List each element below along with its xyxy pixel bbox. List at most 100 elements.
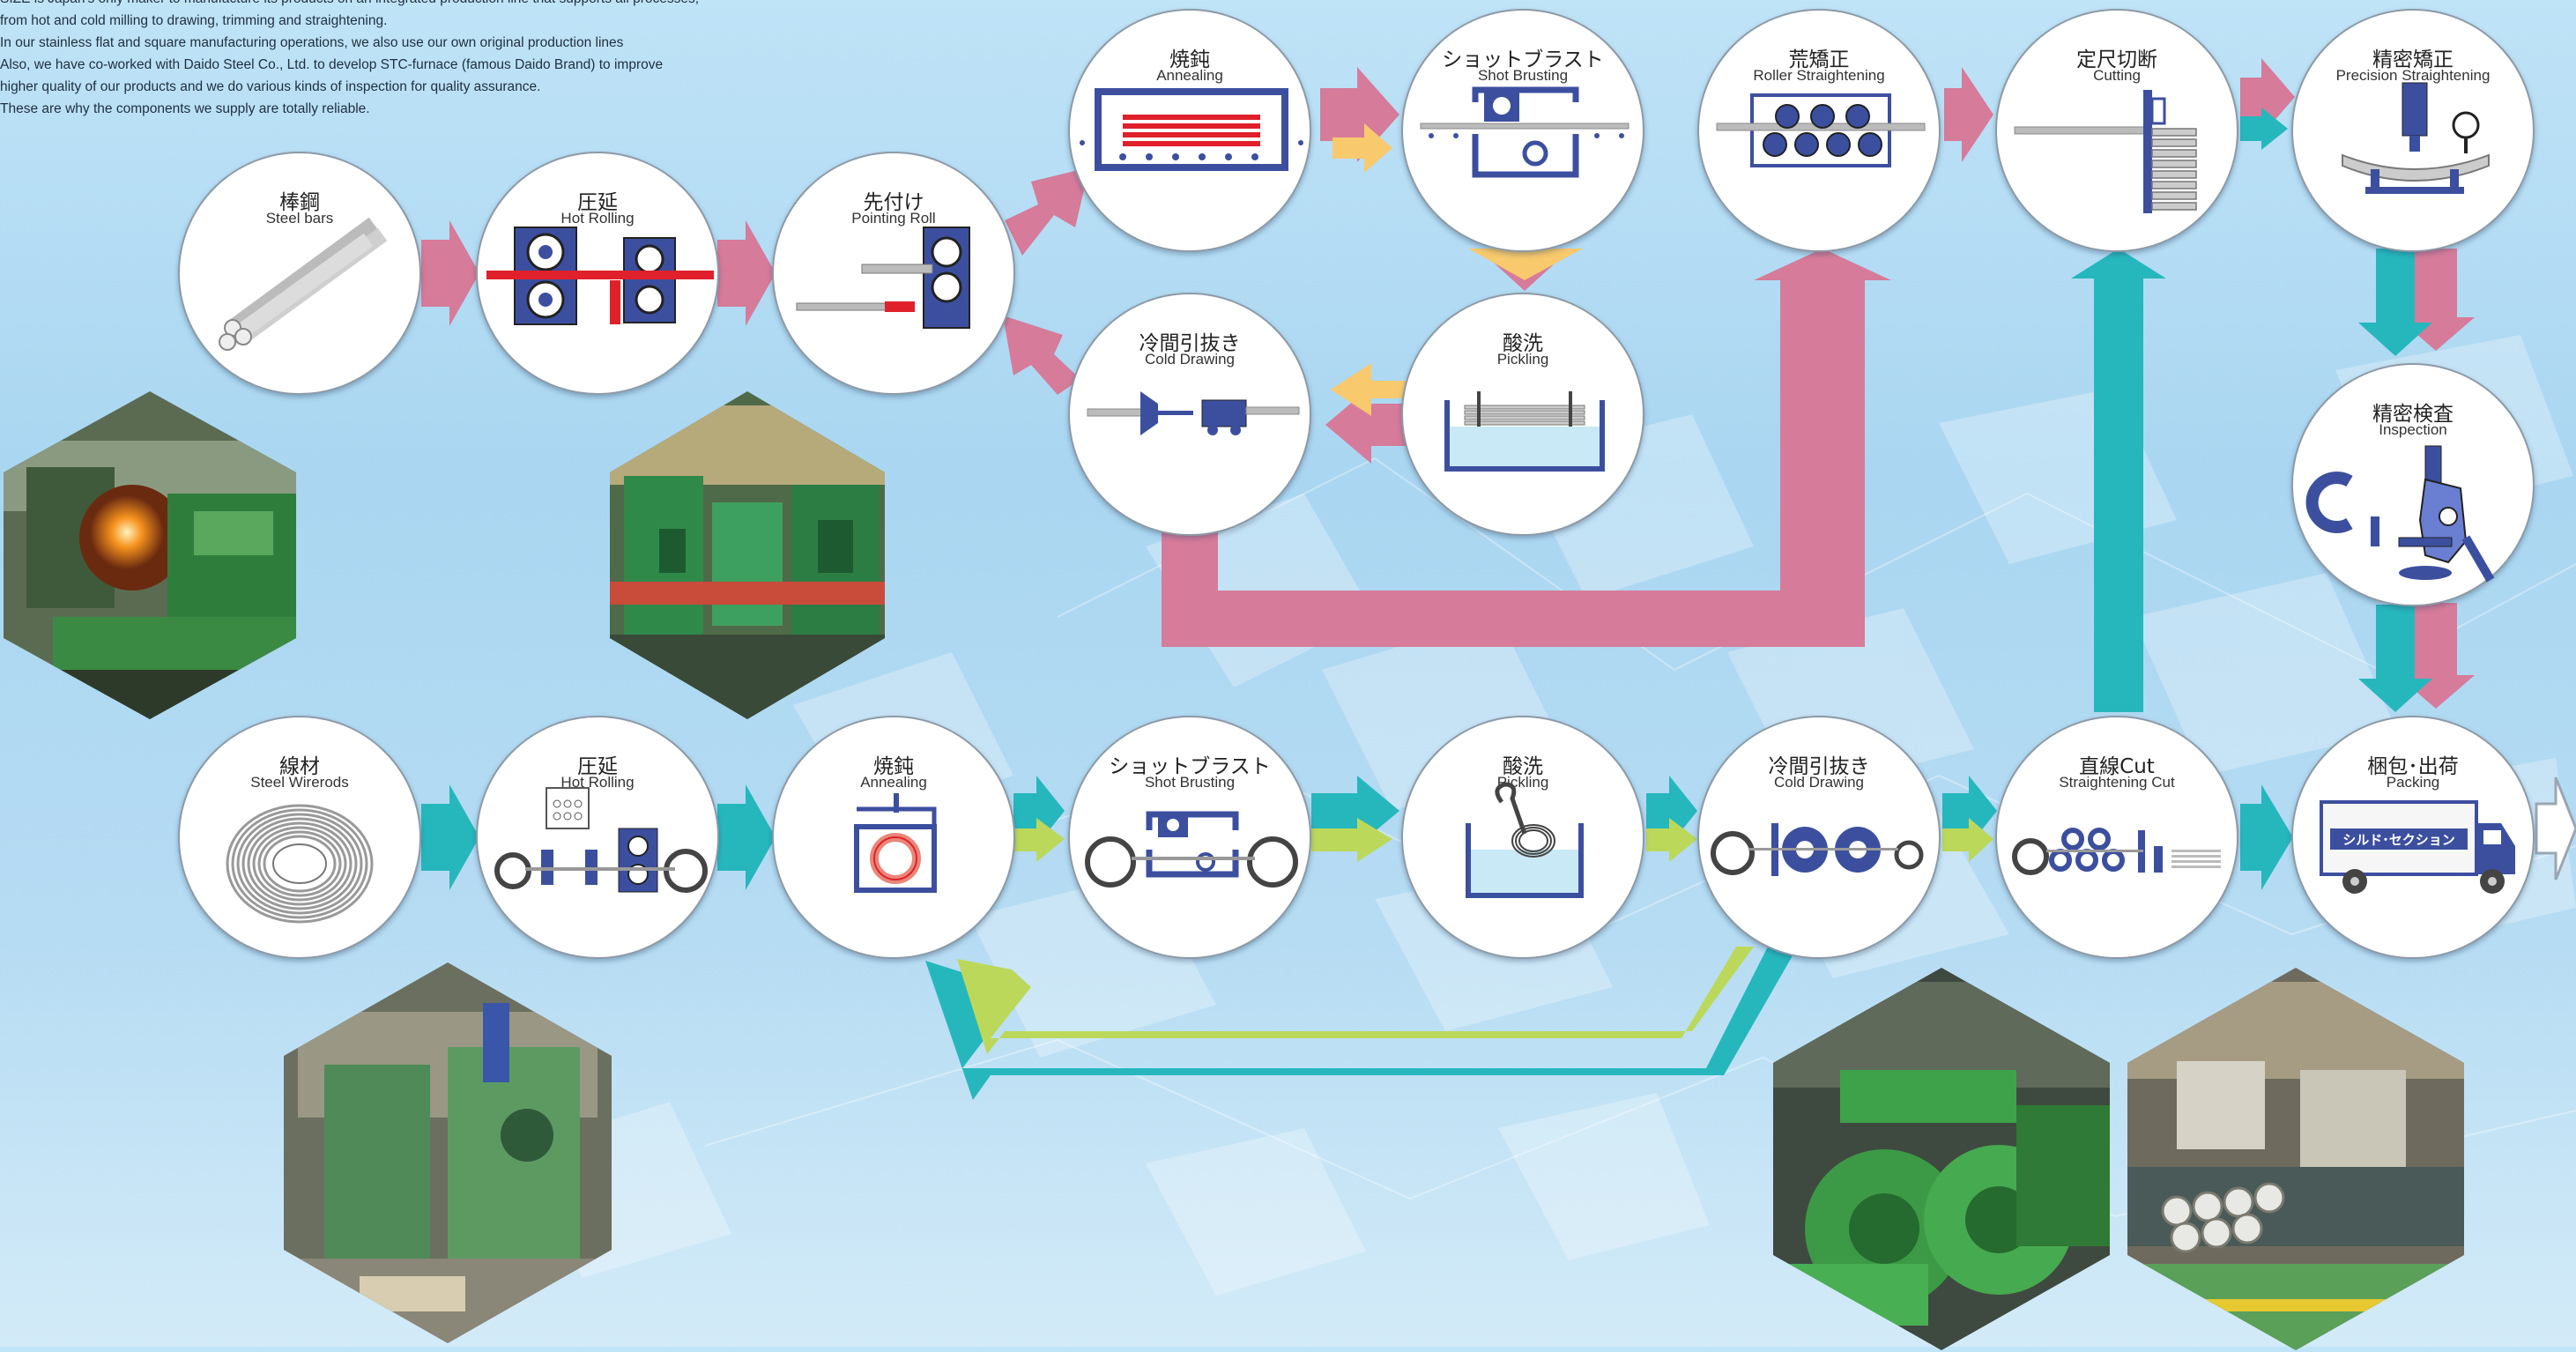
node-bar-shot-brusting[interactable]: ショットブラスト Shot Brusting (1401, 9, 1644, 252)
node-title-en: Shot Brusting (1477, 67, 1569, 84)
node-title-jp: 焼鈍 (873, 755, 914, 778)
coil-line-photo (2127, 968, 2464, 1350)
microscope-icon (2305, 445, 2495, 583)
node-inspection[interactable]: 精密検査 Inspection (2291, 363, 2535, 606)
node-bar-cold-drawing[interactable]: 冷間引抜き Cold Drawing (1068, 293, 1311, 536)
drawing-mill-photo (284, 962, 612, 1343)
node-wire-cold-drawing[interactable]: 冷間引抜き Cold Drawing (1697, 716, 1941, 959)
node-wire-pickling[interactable]: 酸洗 Pickling (1401, 716, 1644, 959)
node-bar-hot-rolling[interactable]: 圧延 Hot Rolling (476, 152, 719, 395)
node-steel-wirerods[interactable]: 線材 Steel Wirerods (178, 716, 421, 959)
node-title-en: Cold Drawing (1144, 351, 1236, 368)
node-wire-hot-rolling[interactable]: 圧延 Hot Rolling (476, 716, 719, 959)
straightening-cut-icon (2012, 828, 2221, 875)
node-precision-straightening[interactable]: 精密矯正 Precision Straightening (2291, 9, 2535, 252)
node-title-jp: 梱包･出荷 (2367, 755, 2459, 778)
node-title-jp: 酸洗 (1503, 332, 1543, 355)
arrow-inspection-to-packing-teal (2358, 605, 2432, 712)
arrow-pointing-to-annealing (1005, 167, 1089, 256)
intro-line: from hot and cold milling to drawing, tr… (0, 13, 388, 28)
node-title-jp: 焼鈍 (1169, 48, 1210, 71)
pointing-roll-icon (796, 227, 970, 329)
hot-rolling-mill-icon (486, 227, 714, 325)
loop-drawing-to-annealing-teal (925, 947, 1798, 1100)
node-title-en: Steel Wirerods (250, 774, 349, 791)
node-title-en: Precision Straightening (2335, 67, 2491, 84)
wire-coil-icon (226, 804, 374, 924)
coil-furnace-icon (854, 793, 937, 893)
arrow-steelbars-to-hotrolling (421, 220, 479, 326)
delivery-truck-icon: シルド･セクション (2320, 800, 2515, 894)
node-title-en: Pointing Roll (851, 210, 936, 227)
teal-upper-arrows (2071, 108, 2432, 712)
arrow-roller-to-cutting (1944, 67, 1993, 162)
node-wire-annealing[interactable]: 焼鈍 Annealing (772, 716, 1015, 959)
node-title-jp: 先付け (863, 191, 924, 214)
pickling-tank-icon (1444, 391, 1605, 472)
arrow-shot-to-pickling-lime (1311, 818, 1392, 862)
node-title-en: Roller Straightening (1753, 67, 1885, 84)
intro-text: SIZE is Japan's only maker to manufactur… (0, 0, 1013, 120)
node-title-jp: 精密検査 (2372, 403, 2454, 426)
node-title-jp: ショットブラスト (1109, 755, 1271, 778)
arrow-shot-to-pickling-yellow (1468, 249, 1583, 280)
cutting-saw-icon (2014, 90, 2197, 213)
node-title-jp: 線材 (279, 755, 320, 778)
node-steel-bars[interactable]: 棒鋼 Steel bars (178, 152, 421, 395)
arrow-drawing-to-straightcut-lime (1942, 818, 1993, 862)
arrow-pickling-to-drawing-lime (1646, 818, 1697, 862)
arrow-pickling-to-colddrawing (1325, 386, 1407, 464)
node-title-jp: 圧延 (577, 191, 618, 214)
green-straightener-photo (1773, 968, 2110, 1350)
loop-drawing-to-annealing-lime (957, 947, 1754, 1054)
coil-shot-blast-icon (1085, 811, 1298, 888)
node-title-jp: 棒鋼 (279, 191, 320, 214)
wire-rolling-mill-icon (494, 787, 708, 893)
node-cutting[interactable]: 定尺切断 Cutting (1995, 9, 2238, 252)
intro-line: Also, we have co-worked with Daido Steel… (0, 57, 664, 72)
node-title-jp: 冷間引抜き (1139, 332, 1241, 355)
node-title-en: Cold Drawing (1773, 774, 1865, 791)
node-bar-pickling[interactable]: 酸洗 Pickling (1401, 293, 1644, 536)
node-straightening-cut[interactable]: 直線Cut Straightening Cut (1995, 716, 2238, 959)
node-packing[interactable]: 梱包･出荷 Packing シルド･セクション (2291, 716, 2535, 959)
intro-line: In our stainless flat and square manufac… (0, 35, 624, 50)
node-title-jp: ショットブラスト (1442, 48, 1604, 71)
node-title-en: Packing (2386, 774, 2440, 791)
node-title-jp: 圧延 (577, 755, 618, 778)
arrow-hotrolling-to-annealing (717, 784, 776, 890)
arrow-shipping-outline (2535, 776, 2576, 880)
node-title-jp: 冷間引抜き (1768, 755, 1870, 778)
bar-route-arrows (421, 58, 2475, 709)
node-bar-annealing[interactable]: 焼鈍 Annealing (1068, 9, 1311, 252)
node-title-en: Annealing (1156, 67, 1223, 84)
node-title-jp: 精密矯正 (2372, 48, 2454, 71)
node-wire-shot-brusting[interactable]: ショットブラスト Shot Brusting (1068, 716, 1311, 959)
precision-press-icon (2342, 82, 2490, 194)
truck-brand-text: シルド･セクション (2342, 832, 2455, 848)
node-pointing-roll[interactable]: 先付け Pointing Roll (772, 152, 1015, 395)
node-title-en: Hot Rolling (560, 774, 635, 791)
arrow-precision-to-inspection-teal (2358, 249, 2432, 356)
wire-route-arrows (421, 776, 2293, 1100)
node-title-en: Hot Rolling (560, 210, 635, 227)
node-title-jp: 直線Cut (2079, 755, 2155, 778)
node-roller-straightening[interactable]: 荒矯正 Roller Straightening (1697, 9, 1941, 252)
coil-pickling-icon (1466, 782, 1584, 898)
wire-drawing-icon (1711, 823, 1924, 876)
arrow-wirerods-to-hotrolling (421, 784, 479, 890)
loop-colddrawing-to-roller (1162, 249, 1891, 647)
intro-line: These are why the components we supply a… (0, 101, 370, 116)
arrow-colddrawing-to-pointing (1003, 316, 1080, 395)
arrow-annealing-to-shot-yellow (1333, 123, 1392, 173)
node-title-jp: 荒矯正 (1788, 48, 1850, 71)
node-title-en: Inspection (2379, 421, 2447, 438)
node-title-en: Cutting (2093, 67, 2141, 84)
node-title-en: Shot Brusting (1144, 774, 1236, 791)
intro-line: SIZE is Japan's only maker to manufactur… (0, 0, 1013, 10)
furnace-photo (4, 391, 296, 719)
node-title-en: Steel bars (265, 210, 334, 227)
rolling-line-photo (610, 391, 885, 719)
intro-line: higher quality of our products and we do… (0, 79, 541, 94)
arrow-pickling-to-colddrawing-yellow (1331, 363, 1407, 416)
